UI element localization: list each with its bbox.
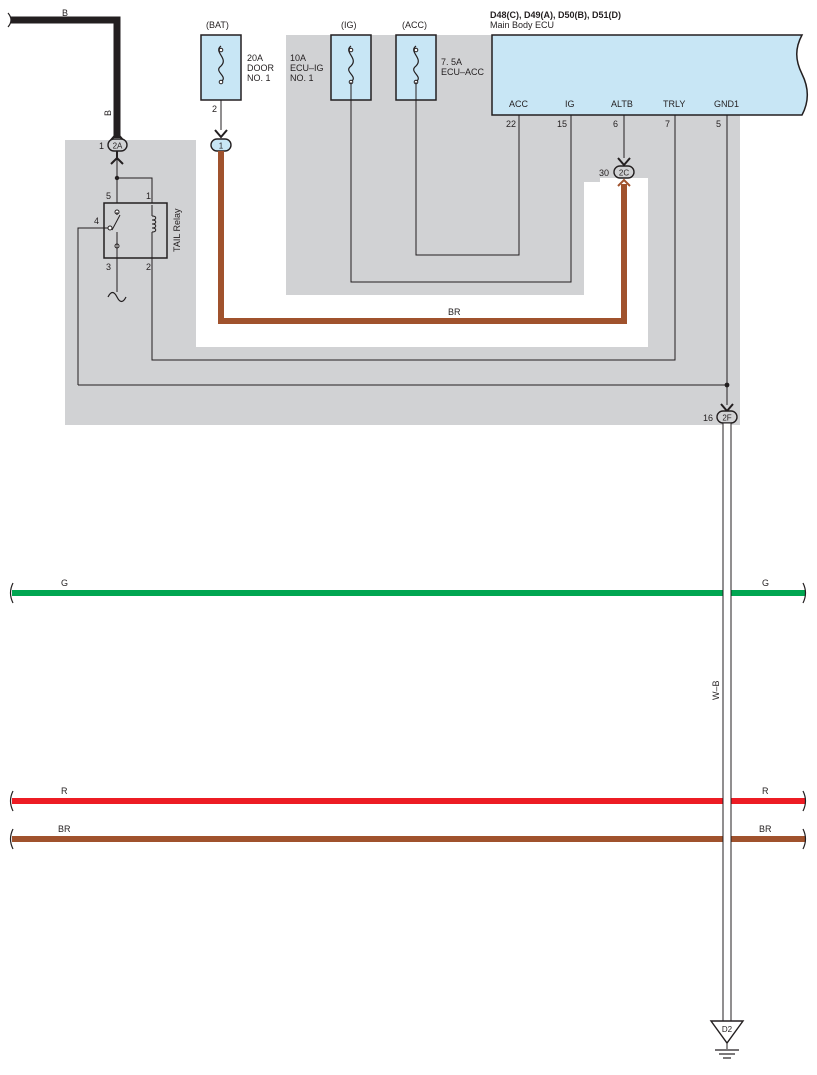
ecu-pin-altb: 6	[613, 119, 618, 129]
wire-label-g-right: G	[762, 578, 769, 588]
wire-label-r-left: R	[61, 786, 68, 796]
wire-br-mid: BR	[218, 151, 627, 324]
fuse-ig-source: (IG)	[341, 20, 357, 30]
fuse-ig-name: ECU–IG	[290, 63, 324, 73]
ecu-terminal-gnd1: GND1	[714, 99, 739, 109]
wire-w-b: W–B	[711, 422, 732, 1022]
connector-2f-pin: 16	[703, 413, 713, 423]
connector-2a: 2A 1	[99, 131, 128, 165]
wire-label-g-left: G	[61, 578, 68, 588]
fuse-ig-rating: 10A	[290, 53, 306, 63]
wire-label-b-top: B	[62, 8, 68, 18]
wire-label-w-b: W–B	[711, 680, 721, 700]
gray-area-ecu-left-strip	[584, 112, 600, 182]
ecu-pin-acc: 22	[506, 119, 516, 129]
relay-pin-3: 3	[106, 262, 111, 272]
fuse-door-rating: 20A	[247, 53, 263, 63]
fuse-door-no1: (BAT) 20A DOOR NO. 1 2 1	[200, 20, 275, 152]
ground-d2-id: D2	[722, 1025, 733, 1034]
wire-label-br-left: BR	[58, 824, 71, 834]
connector-2c-pin: 30	[599, 168, 609, 178]
ecu-terminal-trly: TRLY	[663, 99, 685, 109]
fuse-door-name: DOOR	[247, 63, 275, 73]
tail-relay: 5 1 4 3 2 TAIL Relay	[77, 115, 676, 385]
wire-r: R R	[9, 786, 807, 812]
connector-1-id: 1	[219, 142, 224, 151]
wire-g: G G	[9, 578, 807, 604]
connector-2a-pin: 1	[99, 141, 104, 151]
wire-b: B B	[7, 8, 121, 138]
wire-label-b-vertical: B	[103, 110, 113, 116]
fuse-acc-rating: 7. 5A	[441, 57, 462, 67]
ground-d2: D2	[709, 1020, 745, 1059]
ecu-pin-trly: 7	[665, 119, 670, 129]
relay-pin-4: 4	[94, 216, 99, 226]
relay-pin-2: 2	[146, 262, 151, 272]
fuse-ecu-acc: (ACC) 7. 5A ECU–ACC	[395, 20, 520, 256]
connector-2c: 2C 30	[599, 157, 635, 187]
ecu-subtitle: Main Body ECU	[490, 20, 554, 30]
gray-area-ecu-right	[648, 112, 740, 422]
relay-pin-1: 1	[146, 191, 151, 201]
wire-br-bottom: BR BR	[9, 824, 807, 850]
gray-area-bottom-band	[65, 347, 740, 425]
fuse-door-pin: 2	[212, 104, 217, 114]
connector-2c-id: 2C	[619, 169, 629, 178]
connector-2f-id: 2F	[722, 414, 731, 423]
ecu-terminal-ig: IG	[565, 99, 575, 109]
main-body-ecu: D48(C), D49(A), D50(B), D51(D) Main Body…	[490, 10, 808, 158]
bat-source-label: (BAT)	[206, 20, 229, 30]
connector-2a-id: 2A	[113, 142, 123, 151]
ecu-title: D48(C), D49(A), D50(B), D51(D)	[490, 10, 621, 20]
wire-gnd1: 2F 16	[78, 115, 738, 424]
ecu-terminal-altb: ALTB	[611, 99, 633, 109]
fuse-acc-source: (ACC)	[402, 20, 427, 30]
relay-name: TAIL Relay	[172, 208, 182, 252]
ecu-terminal-acc: ACC	[509, 99, 529, 109]
ecu-pin-gnd1: 5	[716, 119, 721, 129]
wire-label-br-mid: BR	[448, 307, 461, 317]
fuse-acc-name: ECU–ACC	[441, 67, 485, 77]
relay-pin-5: 5	[106, 191, 111, 201]
wire-label-r-right: R	[762, 786, 769, 796]
fuse-ig-number: NO. 1	[290, 73, 314, 83]
fuse-ecu-ig: (IG) 10A ECU–IG NO. 1	[290, 20, 572, 283]
wire-label-br-right: BR	[759, 824, 772, 834]
fuse-door-number: NO. 1	[247, 73, 271, 83]
ecu-pin-ig: 15	[557, 119, 567, 129]
